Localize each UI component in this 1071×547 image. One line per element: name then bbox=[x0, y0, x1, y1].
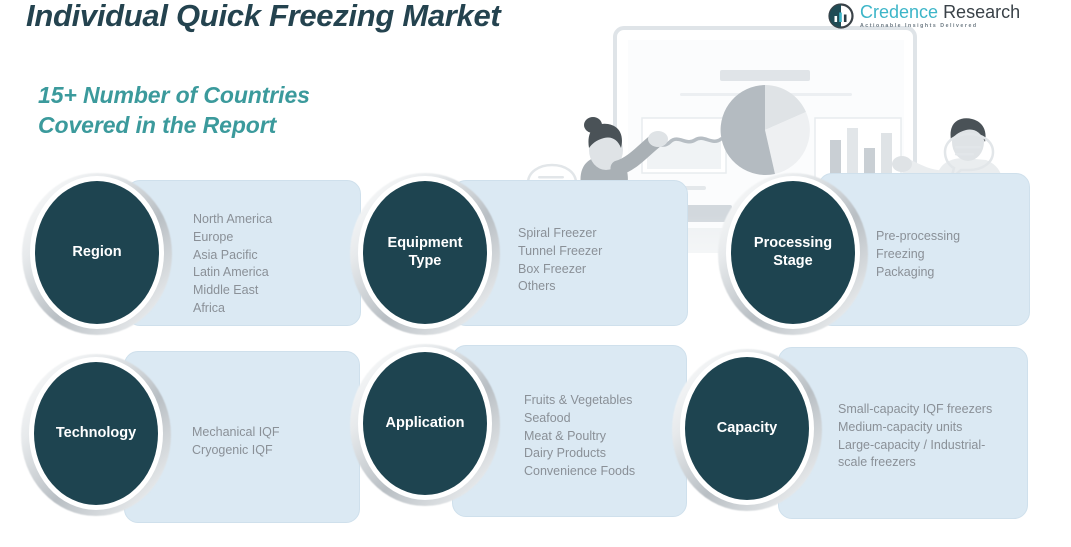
segment-items-equipment-type: Spiral Freezer Tunnel Freezer Box Freeze… bbox=[518, 226, 603, 294]
segment-orb-equipment-type[interactable]: Equipment Type bbox=[363, 181, 487, 324]
segment-items-capacity: Small-capacity IQF freezers Medium-capac… bbox=[838, 402, 993, 470]
segment-orb-region[interactable]: Region bbox=[35, 181, 159, 324]
page-title: Individual Quick Freezing Market bbox=[26, 0, 501, 33]
credence-research-logo[interactable]: Credence Research Actionable Insights De… bbox=[828, 3, 1020, 29]
segment-orb-capacity[interactable]: Capacity bbox=[685, 357, 809, 500]
logo-name-research: Research bbox=[943, 2, 1021, 22]
segment-orb-wrap-processing-stage: Processing Stage bbox=[718, 173, 868, 335]
segment-orb-wrap-region: Region bbox=[22, 173, 172, 335]
subtitle-line-2: Covered in the Report bbox=[38, 112, 277, 139]
segment-orb-wrap-capacity: Capacity bbox=[672, 349, 822, 511]
logo-text: Credence Research Actionable Insights De… bbox=[860, 3, 1020, 29]
segment-items-region: North America Europe Asia Pacific Latin … bbox=[193, 212, 273, 315]
segment-items-application: Fruits & Vegetables Seafood Meat & Poult… bbox=[524, 393, 636, 478]
logo-name-credence: Credence bbox=[860, 2, 939, 22]
segment-orb-wrap-application: Application bbox=[350, 344, 500, 506]
logo-tagline: Actionable Insights Delivered bbox=[860, 23, 978, 29]
logo-name: Credence Research bbox=[860, 3, 1020, 21]
bar-chart-circle-icon bbox=[828, 3, 854, 29]
segment-orb-technology[interactable]: Technology bbox=[34, 362, 158, 505]
segment-orb-wrap-equipment-type: Equipment Type bbox=[350, 173, 500, 335]
segment-orb-application[interactable]: Application bbox=[363, 352, 487, 495]
segment-orb-processing-stage[interactable]: Processing Stage bbox=[731, 181, 855, 324]
subtitle-line-1: 15+ Number of Countries bbox=[38, 82, 310, 108]
segment-orb-wrap-technology: Technology bbox=[21, 354, 171, 516]
segment-items-processing-stage: Pre-processing Freezing Packaging bbox=[876, 229, 961, 279]
subtitle: 15+ Number of Countries Covered in the R… bbox=[38, 80, 310, 141]
segment-items-technology: Mechanical IQF Cryogenic IQF bbox=[192, 425, 280, 457]
